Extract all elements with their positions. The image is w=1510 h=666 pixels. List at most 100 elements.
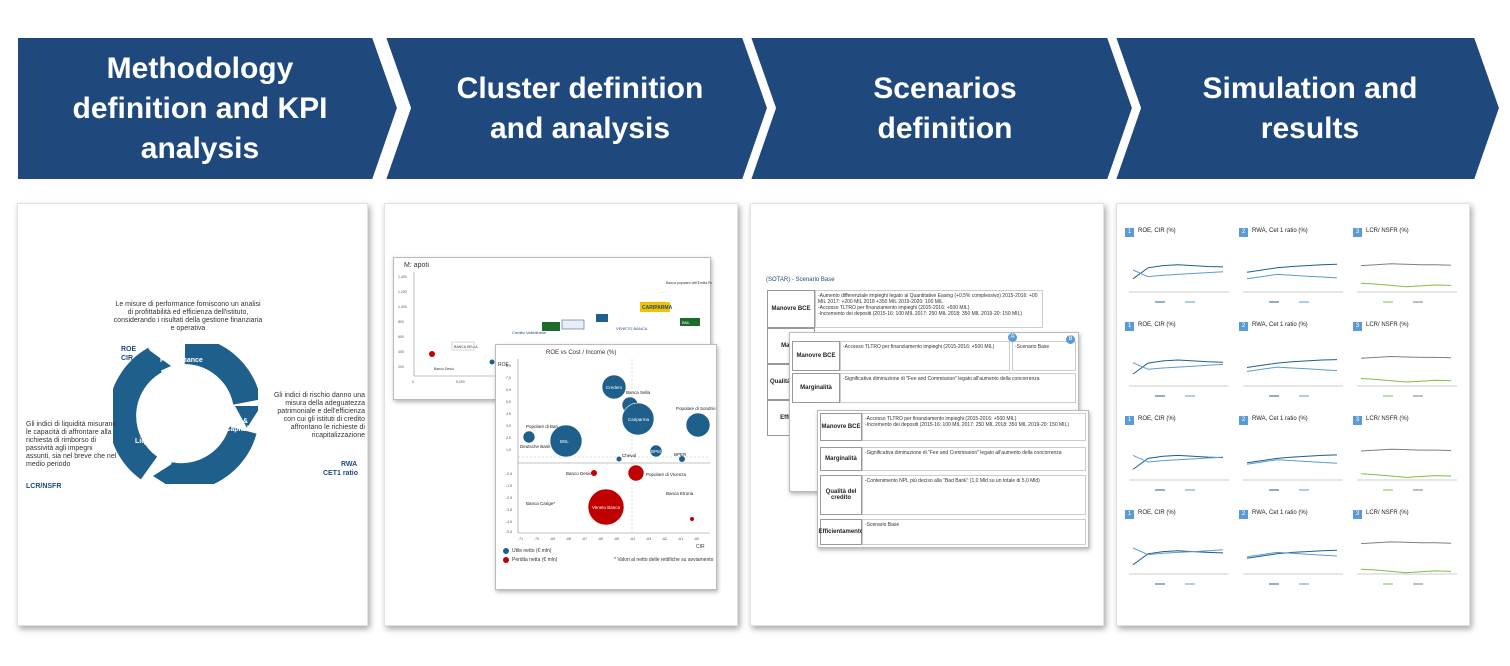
svg-text:-67: -67 — [582, 537, 587, 541]
svg-text:-3,5: -3,5 — [506, 508, 512, 512]
chart-number-badge: 3 — [1353, 510, 1362, 519]
svg-text:5,000: 5,000 — [456, 380, 465, 384]
svg-text:-64: -64 — [630, 537, 635, 541]
series-line — [1246, 551, 1338, 558]
series-line — [1360, 541, 1452, 545]
svg-text:Popolare di Vicenza: Popolare di Vicenza — [646, 472, 686, 477]
mid-row-margin: Marginalità — [792, 373, 840, 403]
mini-line-chart — [1129, 454, 1229, 491]
series-line — [1132, 269, 1224, 278]
svg-text:BNL: BNL — [682, 320, 691, 325]
mini-line-chart — [1243, 549, 1343, 585]
mini-line-chart — [1243, 263, 1343, 303]
mini-line-chart — [1357, 541, 1457, 585]
chart-title: LCR/ NSFR (%) — [1366, 322, 1409, 328]
simulation-chart: 3 LCR/ NSFR (%) — [1353, 510, 1463, 590]
chart-title: ROE, CIR (%) — [1138, 416, 1176, 422]
svg-text:2,5: 2,5 — [506, 436, 511, 440]
series-line — [1132, 362, 1224, 370]
chart-title: RWA, Cet 1 ratio (%) — [1252, 322, 1308, 328]
series-line — [1360, 568, 1452, 574]
svg-text:-70: -70 — [534, 537, 539, 541]
series-line — [1360, 448, 1452, 452]
series-line — [1132, 264, 1224, 280]
chevron-shape — [385, 37, 768, 180]
svg-text:6,5: 6,5 — [506, 388, 511, 392]
mini-line-chart — [1129, 359, 1229, 397]
back-text-bce: -Aumento differenziale impieghi legato a… — [815, 290, 1043, 328]
svg-text:Deutsche Bank: Deutsche Bank — [520, 444, 551, 449]
svg-text:Veneto Banca: Veneto Banca — [592, 505, 621, 510]
svg-text:-5,5: -5,5 — [506, 530, 512, 534]
svg-text:Banco Desio: Banco Desio — [434, 367, 454, 371]
mid-text-scenario: -Scenario Base — [1012, 341, 1076, 371]
bubble-a: A — [1008, 333, 1017, 342]
svg-text:3,5: 3,5 — [506, 424, 511, 428]
svg-text:Credem: Credem — [606, 385, 622, 390]
svg-text:-68: -68 — [566, 537, 571, 541]
chart-number-badge: 2 — [1239, 228, 1248, 237]
svg-text:4,5: 4,5 — [506, 412, 511, 416]
svg-text:Cariparma: Cariparma — [628, 417, 650, 422]
series-line — [1132, 547, 1224, 556]
svg-text:-71: -71 — [518, 537, 523, 541]
chart-number-badge: 1 — [1125, 228, 1134, 237]
chevron-shape — [750, 37, 1133, 180]
mini-line-chart — [1357, 355, 1457, 397]
liquidity-description: Gli indici di liquidità misurano le capa… — [26, 421, 117, 468]
chart-number-badge: 3 — [1353, 322, 1362, 331]
simulation-chart: 2 RWA, Cet 1 ratio (%) — [1239, 510, 1349, 590]
series-line — [1360, 282, 1452, 288]
svg-text:1,5: 1,5 — [506, 448, 511, 452]
mini-line-chart — [1129, 264, 1229, 303]
cycle-risk-label: Risk & Capital — [225, 418, 249, 433]
chart-title: ROE, CIR (%) — [1138, 322, 1176, 328]
chart-number-badge: 2 — [1239, 510, 1248, 519]
chart-title: LCR/ NSFR (%) — [1366, 510, 1409, 516]
svg-text:1,000: 1,000 — [398, 305, 407, 309]
chart-title: ROE, CIR (%) — [1138, 510, 1176, 516]
chart-title: RWA, Cet 1 ratio (%) — [1252, 416, 1308, 422]
svg-text:800: 800 — [398, 320, 404, 324]
scenario-header: (SOTAR) - Scenario Base — [766, 277, 835, 283]
simulation-chart: 3 LCR/ NSFR (%) — [1353, 322, 1463, 402]
panel-scenarios: (SOTAR) - Scenario Base Manovre BCE -Aum… — [750, 203, 1104, 626]
chart-title: ROE, CIR (%) — [1138, 228, 1176, 234]
svg-text:-2,5: -2,5 — [506, 496, 512, 500]
svg-text:-65: -65 — [614, 537, 619, 541]
svg-text:Banca Etruria: Banca Etruria — [666, 491, 694, 496]
series-line — [1246, 263, 1338, 273]
bubble-b: B — [1066, 335, 1075, 344]
panel-methodology: Le misure di performance forniscono un a… — [17, 203, 368, 626]
chevron-shape — [1115, 37, 1500, 180]
svg-text:Banca Sella: Banca Sella — [626, 390, 651, 395]
series-line — [1360, 378, 1452, 383]
svg-text:-0,5: -0,5 — [506, 472, 512, 476]
front-text-qualita: -Contenimento NPL più deciso alla "Bad B… — [862, 475, 1086, 515]
legend-note: * Valori al netto delle rettifiche su av… — [614, 557, 714, 563]
mini-line-chart — [1243, 454, 1343, 491]
front-text-efficiency: -Scenario Base — [862, 519, 1086, 545]
legend-perdita: Perdita netta (€ mln) — [512, 557, 558, 563]
svg-text:Banca Carige*: Banca Carige* — [526, 501, 555, 506]
series-line — [1132, 454, 1224, 463]
cycle-performance-label: Performance — [160, 357, 203, 364]
front-row-margin: Marginalità — [820, 447, 862, 471]
series-line — [1246, 366, 1338, 372]
chart-title: RWA, Cet 1 ratio (%) — [1252, 510, 1308, 516]
risk-description: Gli indici di rischio danno una misura d… — [273, 392, 365, 439]
svg-text:-66: -66 — [598, 537, 603, 541]
mid-text-margin: -Significativa diminuzione di "Fee and C… — [840, 373, 1076, 403]
chart-number-badge: 1 — [1125, 416, 1134, 425]
series-line — [1246, 454, 1338, 464]
back-chart-title: M: apoti — [404, 262, 429, 269]
chart-title: LCR/ NSFR (%) — [1366, 228, 1409, 234]
